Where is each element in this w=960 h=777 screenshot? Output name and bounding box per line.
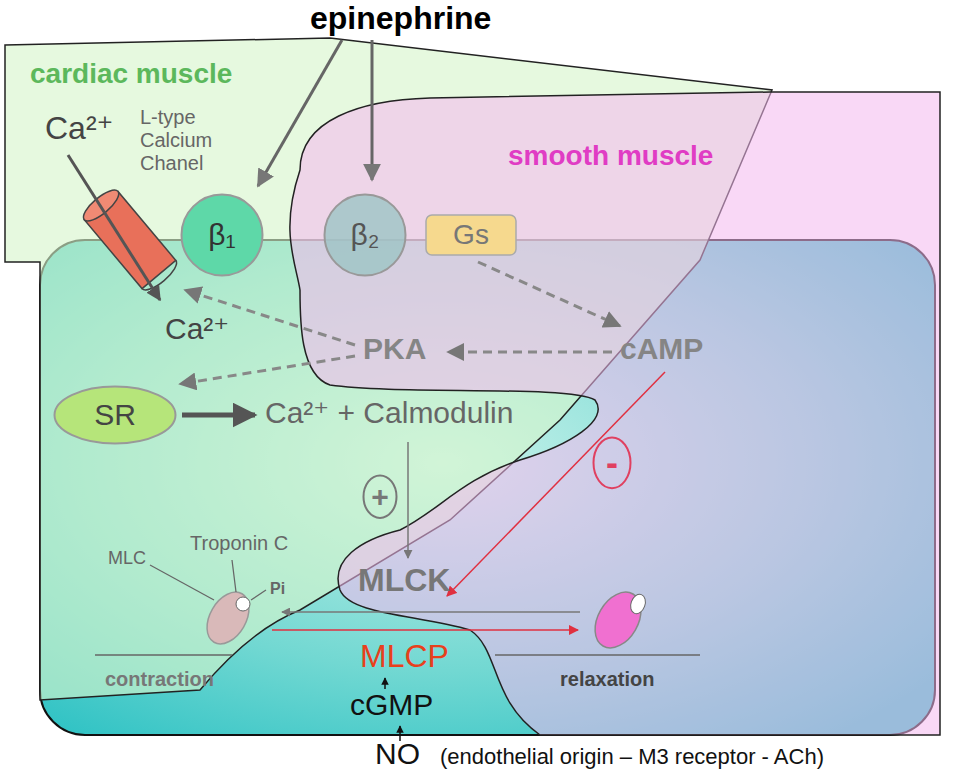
- activation-arrow: [384, 678, 386, 689]
- g-protein-box-path: [426, 215, 516, 255]
- receptor-circle-path: [182, 195, 263, 276]
- node-content: Gs: [425, 214, 517, 256]
- binding-site: [628, 592, 648, 616]
- leader-line: [150, 565, 214, 600]
- node-content: +: [362, 474, 398, 519]
- sign-symbol: -: [606, 442, 618, 483]
- organelle-label: SR: [94, 398, 136, 433]
- organelle-ellipse: SR: [53, 385, 177, 445]
- receptor-circle-path: [325, 195, 406, 276]
- note-label: (endothelial origin – M3 receptor - ACh): [440, 744, 824, 769]
- receptor-circle: β₁: [180, 193, 264, 277]
- sign-circle-path: [364, 476, 397, 518]
- phosphorylation-arrow: [282, 611, 580, 613]
- organelle-ellipse-path: [55, 387, 176, 444]
- ligand-arrow: [371, 40, 374, 180]
- filament-line: [495, 654, 700, 656]
- calcium-channel: [79, 185, 181, 294]
- complex-label: Ca²⁺ + Calmodulin: [265, 396, 513, 431]
- sign-symbol: +: [371, 480, 389, 515]
- g-protein-label: Gs: [453, 219, 489, 251]
- sign-circle-path: [594, 438, 631, 489]
- messenger-label: cAMP: [620, 332, 703, 367]
- messenger-label: cGMP: [350, 688, 433, 723]
- region-heading: cardiac muscle: [30, 58, 232, 90]
- node-content: SR: [53, 385, 177, 445]
- ligand-arrow: [258, 40, 342, 186]
- region-heading: smooth muscle: [508, 140, 713, 172]
- dephosphorylation-arrow: [272, 629, 578, 631]
- state-label: relaxation: [560, 668, 654, 691]
- messenger-label: NO: [375, 737, 420, 772]
- enzyme-label: MLCP: [360, 638, 449, 675]
- signal-arrow: [180, 356, 355, 384]
- phosphate-dot: [236, 597, 250, 611]
- receptor-label: β₁: [208, 218, 235, 253]
- myosin-head: [198, 585, 257, 651]
- leader-line: [232, 560, 236, 592]
- ion-label: Ca²⁺: [45, 110, 113, 147]
- calcium-influx-arrow: [68, 155, 160, 300]
- enzyme-label: PKA: [363, 332, 426, 367]
- diagram-title: epinephrine: [310, 0, 491, 37]
- release-arrow: [182, 413, 255, 418]
- channel-label: L-type Calcium Chanel: [140, 106, 235, 175]
- sign-circle: -: [592, 436, 632, 490]
- node-content: -: [592, 436, 632, 490]
- receptor-circle: β₂: [323, 193, 407, 277]
- part-label: Troponin C: [190, 532, 288, 555]
- leader-line: [251, 590, 266, 600]
- part-label: Pi: [270, 580, 285, 598]
- enzyme-label: MLCK: [358, 562, 450, 599]
- ion-label: Ca²⁺: [165, 312, 229, 347]
- sign-circle: +: [362, 474, 398, 519]
- signal-arrow: [448, 351, 612, 354]
- filament-line: [95, 654, 232, 656]
- state-label: contraction: [105, 668, 214, 691]
- signal-arrow: [478, 262, 620, 326]
- myosin-head: [586, 584, 651, 656]
- receptor-label: β₂: [351, 218, 380, 253]
- node-content: β₁: [180, 193, 264, 277]
- part-label: MLC: [108, 548, 146, 569]
- g-protein-box: Gs: [425, 214, 517, 256]
- node-content: β₂: [323, 193, 407, 277]
- activation-arrow: [407, 442, 409, 558]
